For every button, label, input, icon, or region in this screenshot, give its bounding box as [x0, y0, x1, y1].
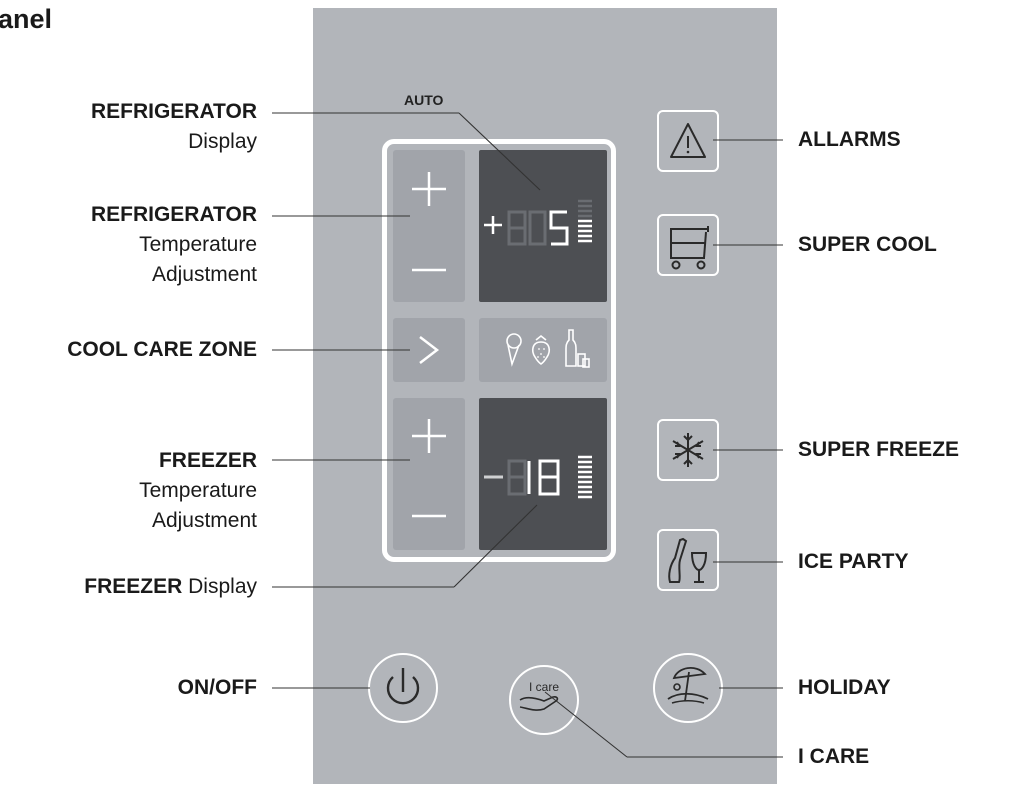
freezer-display: [479, 398, 607, 550]
label-fridge-display: REFRIGERATOR Display: [90, 100, 257, 153]
label-fridge-temp: REFRIGERATOR Temperature Adjustment: [90, 203, 257, 286]
page-title: anel: [0, 4, 53, 34]
auto-indicator: AUTO: [404, 92, 444, 108]
label-ice-party: ICE PARTY: [798, 550, 909, 573]
label-alarms: ALLARMS: [798, 128, 901, 151]
label-on-off: ON/OFF: [177, 676, 257, 699]
label-cool-care-zone: COOL CARE ZONE: [67, 338, 257, 361]
label-super-cool: SUPER COOL: [798, 233, 937, 256]
i-care-button-text: I care: [529, 680, 559, 694]
label-holiday: HOLIDAY: [798, 676, 891, 699]
alarms-button[interactable]: [657, 110, 719, 172]
i-care-button[interactable]: [509, 665, 579, 735]
label-super-freeze: SUPER FREEZE: [798, 438, 960, 461]
label-i-care: I CARE: [798, 745, 870, 768]
ice-party-button[interactable]: [657, 529, 719, 591]
cool-care-zone-icons: [479, 318, 607, 382]
label-freezer-display: FREEZER Display: [84, 575, 257, 598]
label-freezer-temp: FREEZER Temperature Adjustment: [139, 449, 257, 532]
